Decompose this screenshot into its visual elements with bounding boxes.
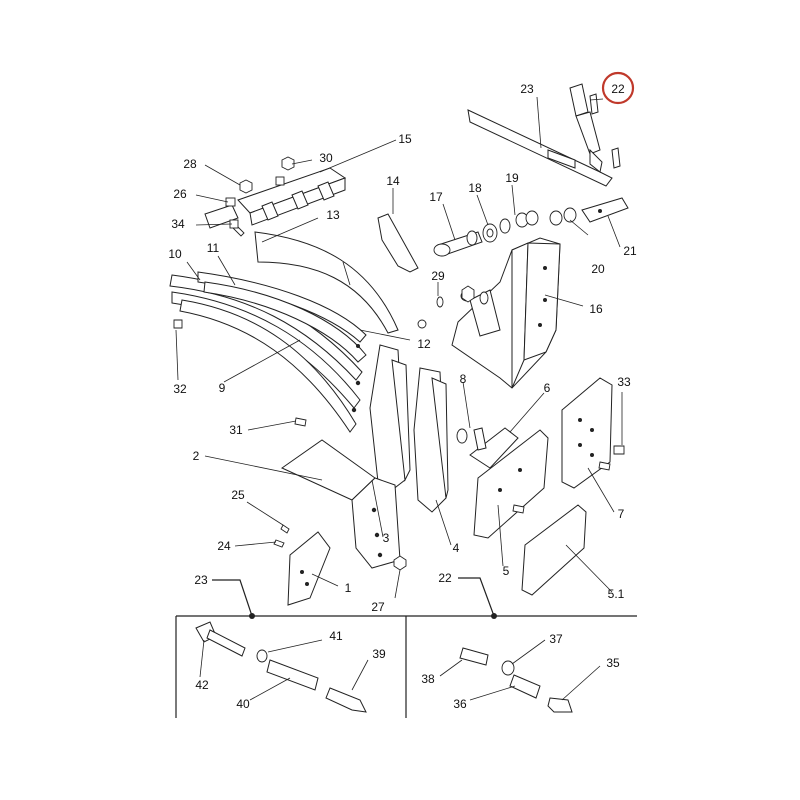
callout-9: 9	[219, 381, 226, 395]
callout-20: 20	[591, 262, 605, 276]
callout-5-1: 5.1	[608, 587, 625, 601]
detail-box	[175, 577, 637, 718]
callout-40: 40	[236, 697, 250, 711]
callout-15: 15	[398, 132, 412, 146]
callout-39: 39	[372, 647, 386, 661]
hardware-26-28-30-34	[225, 156, 295, 237]
callout-13: 13	[326, 208, 340, 222]
callout-2: 2	[193, 449, 200, 463]
callout-26: 26	[173, 187, 187, 201]
callout-38: 38	[421, 672, 435, 686]
part-22-23-top-linkage	[467, 83, 621, 187]
callout-31: 31	[229, 423, 243, 437]
callout-11: 11	[207, 241, 220, 255]
callout-33: 33	[617, 375, 631, 389]
part-14-plate	[377, 213, 419, 273]
callout-22-top: 22	[611, 82, 625, 96]
callout-8: 8	[460, 372, 467, 386]
part-7-plate	[561, 377, 613, 489]
callout-16: 16	[589, 302, 603, 316]
callout-1: 1	[345, 581, 352, 595]
part-17-18-19-arm-washers	[433, 210, 539, 257]
callout-24: 24	[217, 539, 231, 553]
callout-18: 18	[468, 181, 482, 195]
part-5-plates	[473, 429, 587, 596]
callout-12: 12	[417, 337, 431, 351]
callout-19: 19	[505, 171, 519, 185]
callout-5: 5	[503, 564, 510, 578]
part-15-bracket	[237, 167, 347, 226]
callout-6: 6	[544, 381, 551, 395]
callout-7: 7	[618, 507, 625, 521]
callout-labels: 15 30 28 26 34 14 13 10 11 12 9 32 17 18…	[168, 82, 637, 711]
callout-22-box: 22	[438, 571, 452, 585]
hardware-bolts-nuts	[173, 285, 625, 571]
part-16-main-casting	[417, 237, 561, 389]
callout-41: 41	[329, 629, 343, 643]
callout-32: 32	[173, 382, 187, 396]
part-1-plate	[287, 531, 331, 606]
callout-21: 21	[623, 244, 637, 258]
part-6-8-hardware	[456, 427, 519, 469]
callout-36: 36	[453, 697, 467, 711]
callout-23-box: 23	[194, 573, 208, 587]
part-20-21-bracket	[549, 197, 629, 226]
callout-30: 30	[319, 151, 333, 165]
callout-25: 25	[231, 488, 245, 502]
leader-lines	[175, 96, 623, 599]
part-3-4-blades	[369, 344, 449, 513]
callout-34: 34	[171, 217, 185, 231]
callout-27: 27	[371, 600, 385, 614]
callout-35: 35	[606, 656, 620, 670]
callout-10: 10	[168, 247, 182, 261]
highlight-ring-22	[601, 71, 635, 105]
callout-23-top: 23	[520, 82, 534, 96]
callout-37: 37	[549, 632, 563, 646]
callout-17: 17	[429, 190, 443, 204]
callout-14: 14	[386, 174, 400, 188]
callout-4: 4	[453, 541, 460, 555]
callout-28: 28	[183, 157, 197, 171]
callout-3: 3	[383, 531, 390, 545]
part-13-curved-plate	[254, 231, 399, 334]
callout-42: 42	[195, 678, 209, 692]
callout-29: 29	[431, 269, 445, 283]
part-34-bracket	[204, 204, 239, 229]
detail-23-parts	[195, 621, 369, 713]
detail-22-parts	[439, 639, 601, 713]
part-9-10-11-curved-strips	[169, 271, 367, 433]
